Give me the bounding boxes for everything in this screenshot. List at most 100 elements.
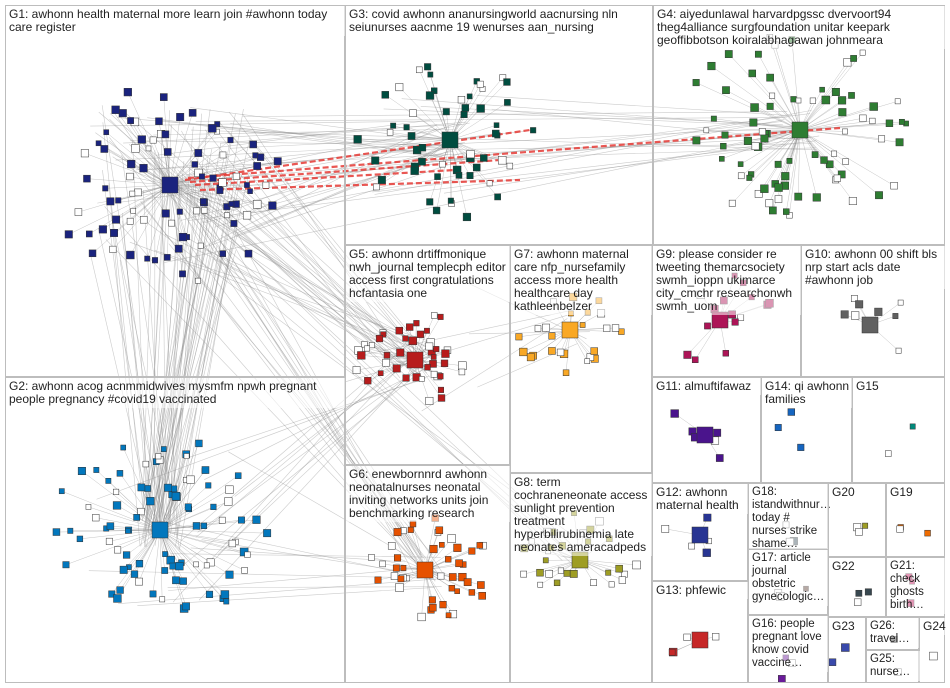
node <box>468 547 476 555</box>
edge <box>138 529 161 582</box>
node <box>515 333 523 341</box>
edge <box>159 529 226 595</box>
node <box>125 527 131 534</box>
node <box>416 330 425 338</box>
node <box>670 409 679 418</box>
node <box>442 108 450 116</box>
node <box>129 190 136 197</box>
edge <box>95 517 161 531</box>
node <box>430 354 437 360</box>
edge <box>799 129 895 186</box>
group-box-g21: G21: check ghosts birth… <box>886 557 947 617</box>
node <box>397 575 405 583</box>
node <box>688 542 695 550</box>
node <box>395 83 404 92</box>
node <box>193 561 199 568</box>
edge <box>228 111 426 353</box>
node <box>418 376 425 382</box>
node <box>206 558 215 567</box>
node <box>195 277 201 284</box>
node <box>437 394 446 402</box>
node <box>151 521 169 539</box>
node <box>493 122 500 128</box>
node <box>861 316 879 334</box>
edge <box>229 137 458 149</box>
node <box>731 318 739 326</box>
node <box>92 514 100 522</box>
edge <box>129 241 428 353</box>
node <box>445 612 452 619</box>
node <box>224 212 230 219</box>
node <box>746 174 753 181</box>
group-label-g16: G16: people pregnant love know covid vac… <box>749 616 829 672</box>
edge <box>789 129 801 216</box>
edge <box>88 506 161 531</box>
node <box>569 570 578 578</box>
node <box>123 88 132 97</box>
node <box>425 396 434 405</box>
edge <box>371 557 426 571</box>
node <box>840 310 849 319</box>
node <box>409 109 417 117</box>
edge <box>518 329 571 338</box>
node <box>144 255 151 262</box>
edge <box>374 119 785 195</box>
node <box>201 466 210 474</box>
group-label-g24: G24 <box>920 618 949 635</box>
edge <box>159 529 210 595</box>
node <box>878 135 886 143</box>
node <box>707 61 716 71</box>
node <box>433 346 440 353</box>
node <box>848 92 855 99</box>
edge <box>799 58 854 131</box>
edge <box>169 184 184 238</box>
edge <box>206 249 430 348</box>
edge <box>198 364 419 601</box>
group-label-g1: G1: awhonn health maternal more learn jo… <box>6 6 346 36</box>
edge <box>78 184 171 213</box>
edge <box>154 250 427 341</box>
node <box>382 358 390 367</box>
node <box>499 74 507 82</box>
node <box>194 149 203 157</box>
node <box>850 295 858 302</box>
group-label-g10: G10: awhonn 00 shift bls nrp start acls … <box>802 246 946 289</box>
node <box>848 197 857 205</box>
node <box>809 97 816 104</box>
node <box>160 446 167 452</box>
node <box>831 150 838 157</box>
edge <box>799 120 873 131</box>
group-label-g22: G22 <box>829 558 858 575</box>
node <box>387 542 396 550</box>
edge <box>228 451 444 577</box>
edge <box>159 529 230 575</box>
group-label-g9: G9: please consider re tweeting themarcs… <box>653 246 802 315</box>
node <box>184 503 192 511</box>
edge <box>97 142 440 204</box>
node <box>692 136 701 145</box>
group-label-g11: G11: almuftifawaz <box>653 378 762 395</box>
node <box>110 228 119 237</box>
node <box>724 50 733 58</box>
edge <box>740 129 801 165</box>
edge <box>200 150 424 354</box>
node <box>751 142 760 151</box>
node <box>62 561 70 569</box>
node <box>186 475 195 484</box>
node <box>837 170 846 179</box>
node <box>668 648 676 656</box>
node <box>855 528 863 536</box>
node <box>149 136 157 144</box>
node <box>924 529 931 537</box>
edge <box>741 129 801 176</box>
edge <box>169 184 251 192</box>
edge <box>491 108 806 141</box>
edge <box>190 107 463 144</box>
edge <box>229 213 416 375</box>
node <box>200 522 208 529</box>
node <box>430 370 438 378</box>
node <box>842 128 848 135</box>
edge <box>774 129 801 184</box>
node <box>440 359 449 367</box>
edge <box>180 340 413 542</box>
